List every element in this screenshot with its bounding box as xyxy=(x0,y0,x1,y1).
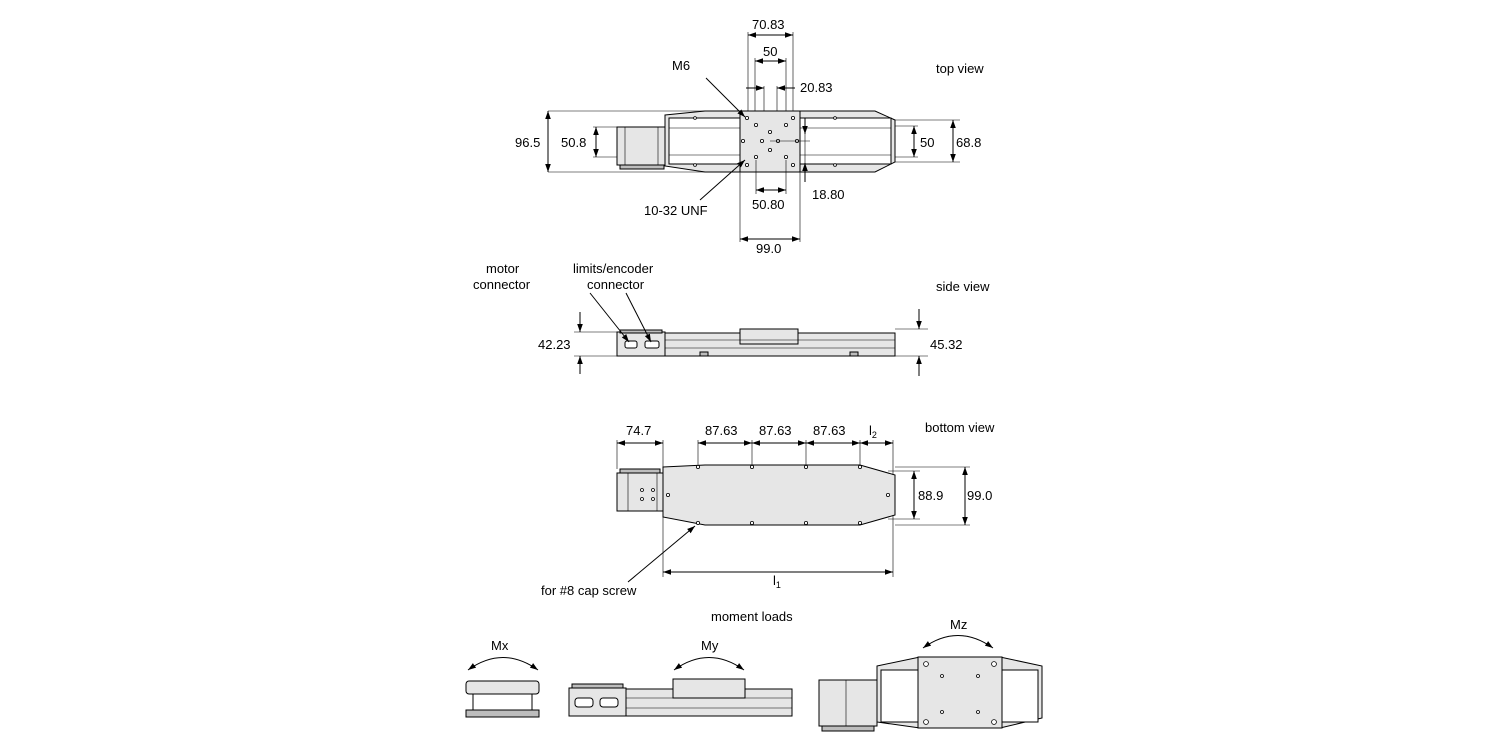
dim-l2-base: l xyxy=(869,423,872,438)
label-10-32-unf: 10-32 UNF xyxy=(644,203,708,218)
mz-motor-block xyxy=(818,679,878,727)
dim-l1-base: l xyxy=(773,573,776,588)
dim-pitch-2: 87.63 xyxy=(759,423,792,438)
top-view-label: top view xyxy=(936,61,984,76)
dim-70-83: 70.83 xyxy=(752,17,785,32)
mx-profile xyxy=(465,680,540,695)
dim-68-8: 68.8 xyxy=(956,135,981,150)
side-view: side view motor connector limits/encoder… xyxy=(473,261,990,376)
label-motor-connector-1: motor xyxy=(486,261,520,276)
bottom-view: bottom view 74.7 87.63 87.63 87.63 l2 xyxy=(541,420,995,598)
dim-pitch-1: 87.63 xyxy=(705,423,738,438)
bottom-motor-block xyxy=(616,472,664,512)
label-motor-connector-2: connector xyxy=(473,277,531,292)
dim-50-top: 50 xyxy=(763,44,777,59)
dim-99-0-top: 99.0 xyxy=(756,241,781,256)
dim-74-7: 74.7 xyxy=(626,423,651,438)
side-view-label: side view xyxy=(936,279,990,294)
dim-l2: l2 xyxy=(869,423,877,440)
top-view: top view xyxy=(515,17,984,256)
label-limits-connector-2: connector xyxy=(587,277,645,292)
moment-my-label: My xyxy=(701,638,719,653)
dim-l1-sub: 1 xyxy=(776,580,781,590)
bottom-mount-holes xyxy=(666,464,891,526)
dim-pitch-3: 87.63 xyxy=(813,423,846,438)
moment-mx-label: Mx xyxy=(491,638,509,653)
my-carriage xyxy=(672,678,746,699)
dim-99-0-bottom: 99.0 xyxy=(967,488,992,503)
moment-loads: moment loads Mx My Mz xyxy=(465,609,1043,732)
dim-45-32: 45.32 xyxy=(930,337,963,352)
label-cap-screw: for #8 cap screw xyxy=(541,583,637,598)
bottom-view-label: bottom view xyxy=(925,420,995,435)
side-connector-limits xyxy=(644,340,660,349)
label-limits-connector-1: limits/encoder xyxy=(573,261,654,276)
dim-50-80: 50.80 xyxy=(752,197,785,212)
top-carriage-holes xyxy=(741,116,800,167)
top-carriage xyxy=(739,110,801,173)
side-carriage xyxy=(739,328,799,345)
mz-carriage xyxy=(917,656,1003,729)
bottom-stage-body xyxy=(662,464,896,526)
moment-loads-label: moment loads xyxy=(711,609,793,624)
dim-50-right: 50 xyxy=(920,135,934,150)
dim-18-80: 18.80 xyxy=(812,187,845,202)
dim-50-8: 50.8 xyxy=(561,135,586,150)
moment-mz-label: Mz xyxy=(950,617,967,632)
dim-88-9: 88.9 xyxy=(918,488,943,503)
dim-l2-sub: 2 xyxy=(872,430,877,440)
side-connector-motor xyxy=(624,340,638,349)
dim-20-83: 20.83 xyxy=(800,80,833,95)
dim-96-5: 96.5 xyxy=(515,135,540,150)
dim-l1: l1 xyxy=(773,573,781,590)
label-m6: M6 xyxy=(672,58,690,73)
dim-42-23: 42.23 xyxy=(538,337,571,352)
